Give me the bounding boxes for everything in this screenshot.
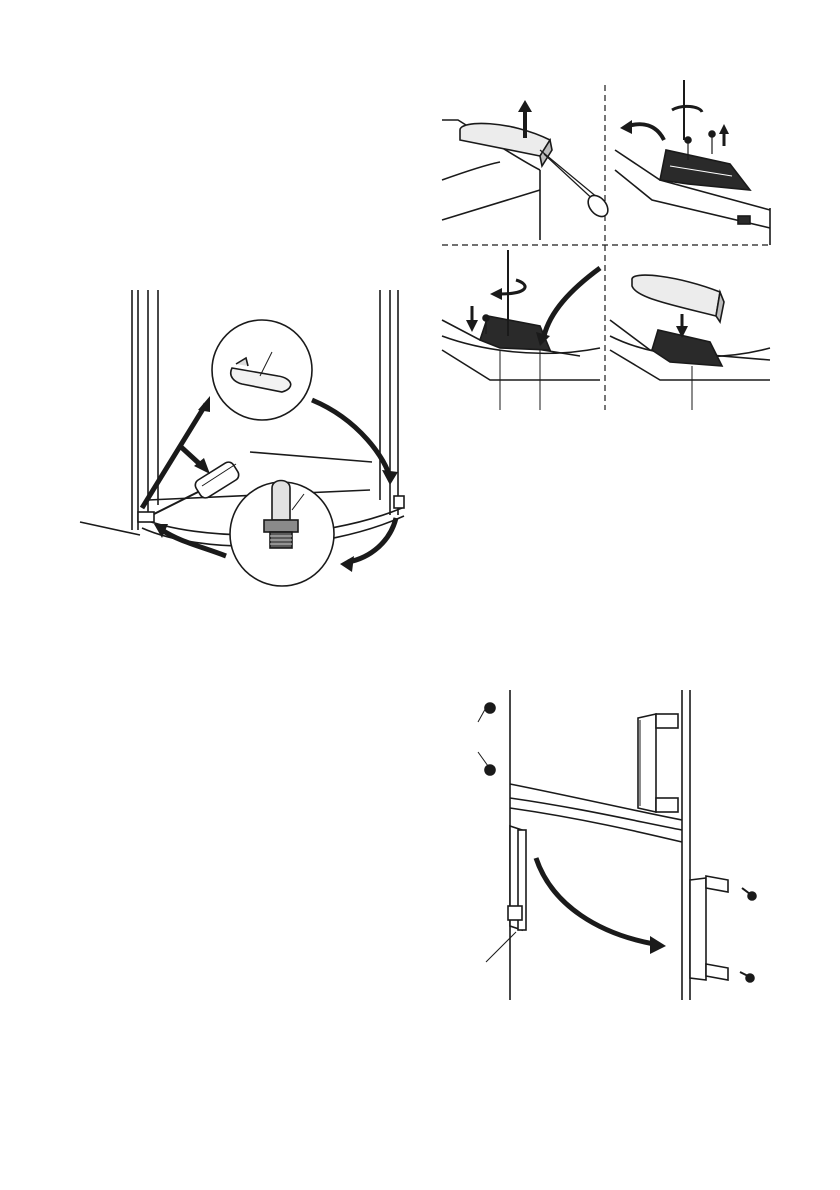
fridge-outline xyxy=(510,690,690,1000)
top-hinge-steps-figure xyxy=(420,80,780,420)
hinge-pin-zoom xyxy=(230,481,334,587)
hinge-cover-zoom xyxy=(212,320,312,420)
step-4-fit-cover xyxy=(610,275,770,410)
curved-arrow-icon xyxy=(544,268,600,336)
step-2-unscrew-hinge xyxy=(615,80,770,245)
door-handle-icon xyxy=(638,714,678,812)
door-handle-icon xyxy=(508,826,526,930)
hinge-bracket-right xyxy=(394,496,404,508)
step-3-fit-hinge xyxy=(442,250,600,410)
step-1-remove-cover xyxy=(442,100,612,240)
door-handle-icon xyxy=(690,876,728,980)
hinge-cover-icon xyxy=(632,275,720,316)
curved-arrow-icon xyxy=(536,858,654,944)
curved-arrow-icon xyxy=(628,124,664,140)
handle-relocation-figure xyxy=(460,680,790,1020)
rotate-arrow-icon xyxy=(500,280,525,294)
hinge-bracket-left xyxy=(138,512,154,522)
door-hinge-figure xyxy=(60,280,420,610)
rotate-arrow-icon xyxy=(672,106,702,112)
